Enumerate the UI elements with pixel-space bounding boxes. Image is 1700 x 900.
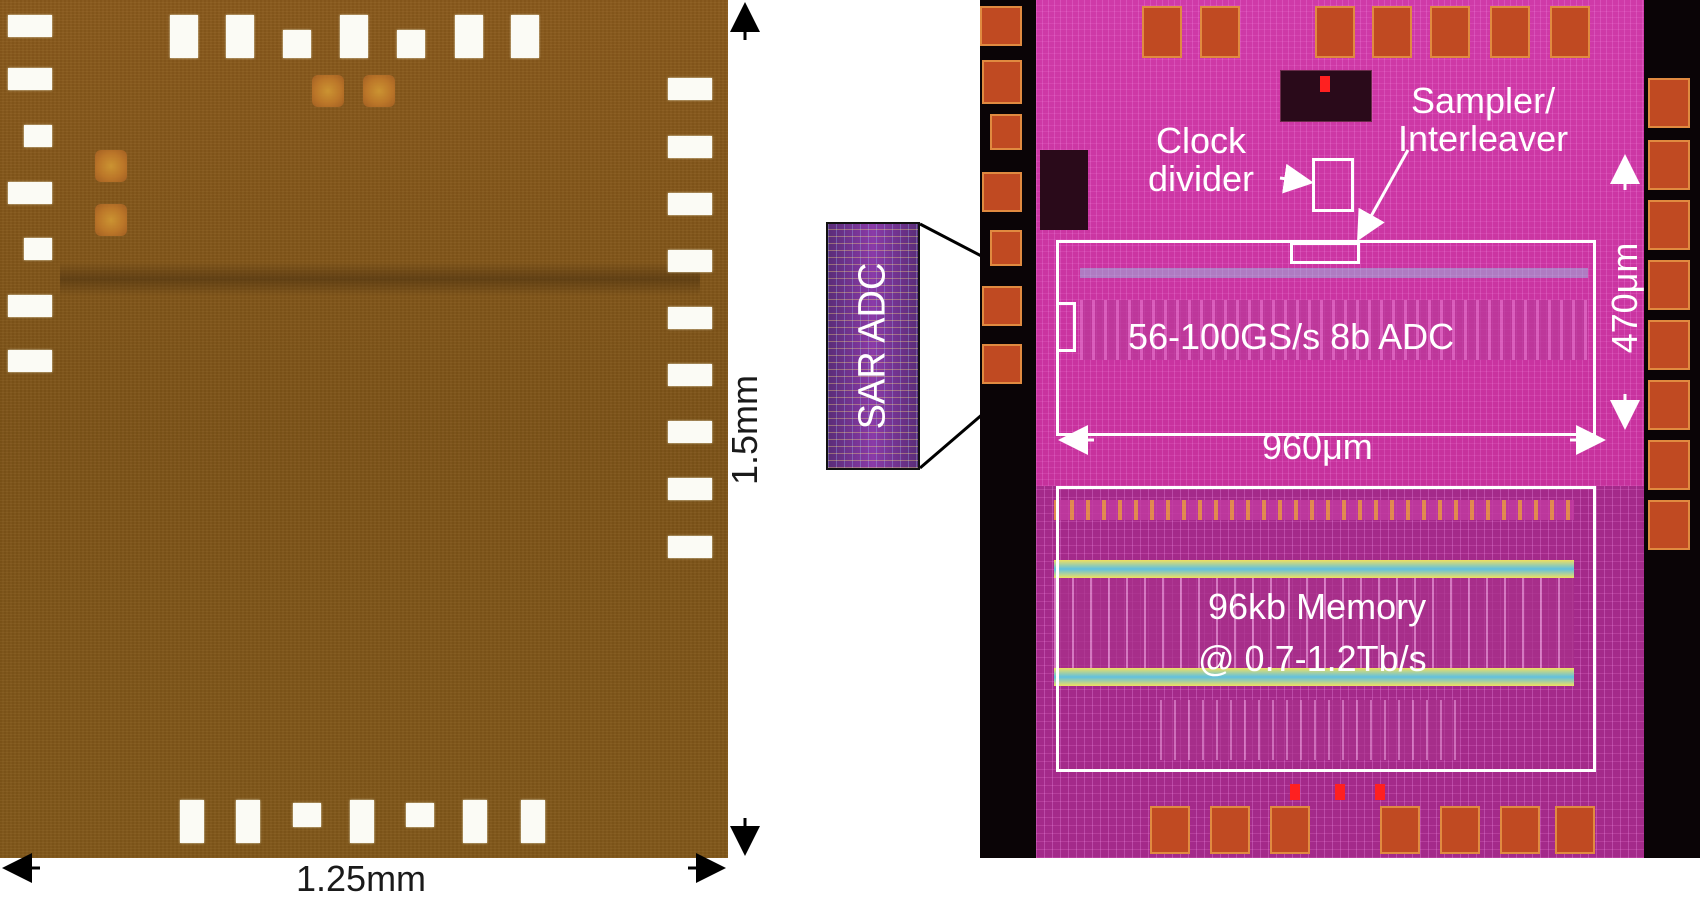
bond-pad bbox=[236, 800, 260, 843]
layout-pad bbox=[1648, 320, 1690, 370]
layout-pad bbox=[1550, 6, 1590, 58]
bond-pad bbox=[293, 803, 321, 827]
memory-box bbox=[1056, 486, 1596, 772]
sampler-interleaver-label: Sampler/ Interleaver bbox=[1398, 80, 1569, 159]
layout-pad bbox=[1648, 140, 1690, 190]
bond-pad bbox=[8, 350, 52, 372]
bond-pad bbox=[463, 800, 487, 843]
memory-stripe bbox=[1054, 668, 1574, 686]
bond-pad bbox=[455, 15, 483, 58]
bond-pad bbox=[668, 421, 712, 443]
layout-pad bbox=[982, 172, 1022, 212]
probe-pad bbox=[363, 75, 395, 107]
bond-pad bbox=[668, 250, 712, 272]
layout-pad bbox=[982, 60, 1022, 104]
bond-pad bbox=[521, 800, 545, 843]
layout-view bbox=[980, 0, 1700, 858]
bond-pad bbox=[170, 15, 198, 58]
red-marker bbox=[1375, 784, 1385, 800]
bond-pad bbox=[668, 536, 712, 558]
die-width-label: 1.25mm bbox=[296, 858, 427, 899]
bond-pad bbox=[668, 307, 712, 329]
bond-pad bbox=[226, 15, 254, 58]
adc-label: 56-100GS/s 8b ADC bbox=[1128, 316, 1455, 357]
layout-pad bbox=[990, 114, 1022, 150]
bond-pad bbox=[668, 136, 712, 158]
bond-pad bbox=[180, 800, 204, 843]
layout-pad bbox=[1270, 806, 1310, 854]
adc-height-label: 470μm bbox=[1604, 242, 1646, 354]
layout-pad bbox=[1380, 806, 1420, 854]
bond-pad bbox=[668, 193, 712, 215]
layout-pad bbox=[1430, 6, 1470, 58]
sar-adc-inset bbox=[826, 222, 920, 470]
layout-pad bbox=[1372, 6, 1412, 58]
bond-pad bbox=[8, 15, 52, 37]
left-block bbox=[1040, 150, 1088, 230]
sampler-arrow bbox=[1357, 149, 1410, 242]
adc-stripe bbox=[1080, 268, 1588, 278]
layout-pad bbox=[1648, 500, 1690, 550]
layout-pad bbox=[1648, 78, 1690, 128]
bond-pad bbox=[283, 30, 311, 58]
sar-adc-box bbox=[1056, 302, 1076, 352]
red-marker bbox=[1320, 76, 1330, 92]
red-marker bbox=[1335, 784, 1345, 800]
layout-pad bbox=[1200, 6, 1240, 58]
memory-label-line1: 96kb Memory bbox=[1208, 586, 1427, 627]
layout-pad bbox=[1315, 6, 1355, 58]
probe-pad bbox=[312, 75, 344, 107]
die-photograph bbox=[0, 0, 728, 858]
memory-label-line2: @ 0.7-1.2Tb/s bbox=[1198, 638, 1427, 679]
layout-pad bbox=[1210, 806, 1250, 854]
bond-pad bbox=[668, 78, 712, 100]
memory-periphery bbox=[1160, 700, 1460, 760]
layout-pad bbox=[1490, 6, 1530, 58]
bond-pad bbox=[340, 15, 368, 58]
layout-pad bbox=[982, 286, 1022, 326]
bond-pad bbox=[24, 125, 52, 147]
bond-pad bbox=[397, 30, 425, 58]
adc-width-label: 960μm bbox=[1262, 426, 1373, 467]
layout-pad bbox=[1142, 6, 1182, 58]
layout-pad bbox=[982, 344, 1022, 384]
bond-pad bbox=[668, 478, 712, 500]
adc-array bbox=[1080, 300, 1588, 360]
layout-pad bbox=[1648, 380, 1690, 430]
bond-pad bbox=[24, 238, 52, 260]
bond-pad bbox=[350, 800, 374, 843]
probe-pad bbox=[95, 150, 127, 182]
layout-pad bbox=[1500, 806, 1540, 854]
bond-pad bbox=[511, 15, 539, 58]
layout-pad bbox=[1150, 806, 1190, 854]
sampler-box bbox=[1290, 242, 1360, 264]
bond-pad bbox=[668, 364, 712, 386]
memory-stripe bbox=[1054, 500, 1574, 520]
bond-pad bbox=[8, 182, 52, 204]
layout-pad bbox=[1440, 806, 1480, 854]
die-dark-band bbox=[60, 262, 700, 296]
layout-pad bbox=[1648, 200, 1690, 250]
memory-array bbox=[1054, 578, 1574, 668]
layout-pad bbox=[1648, 260, 1690, 310]
bond-pad bbox=[8, 295, 52, 317]
layout-pad bbox=[990, 230, 1022, 266]
layout-pad bbox=[1555, 806, 1595, 854]
clock-divider-label: Clock divider bbox=[1148, 120, 1255, 199]
layout-pad bbox=[1648, 440, 1690, 490]
bond-pad bbox=[406, 803, 434, 827]
red-marker bbox=[1290, 784, 1300, 800]
memory-stripe bbox=[1054, 560, 1574, 578]
probe-pad bbox=[95, 204, 127, 236]
layout-pad bbox=[980, 6, 1022, 46]
bond-pad bbox=[8, 68, 52, 90]
clock-divider-arrow bbox=[1279, 163, 1314, 194]
